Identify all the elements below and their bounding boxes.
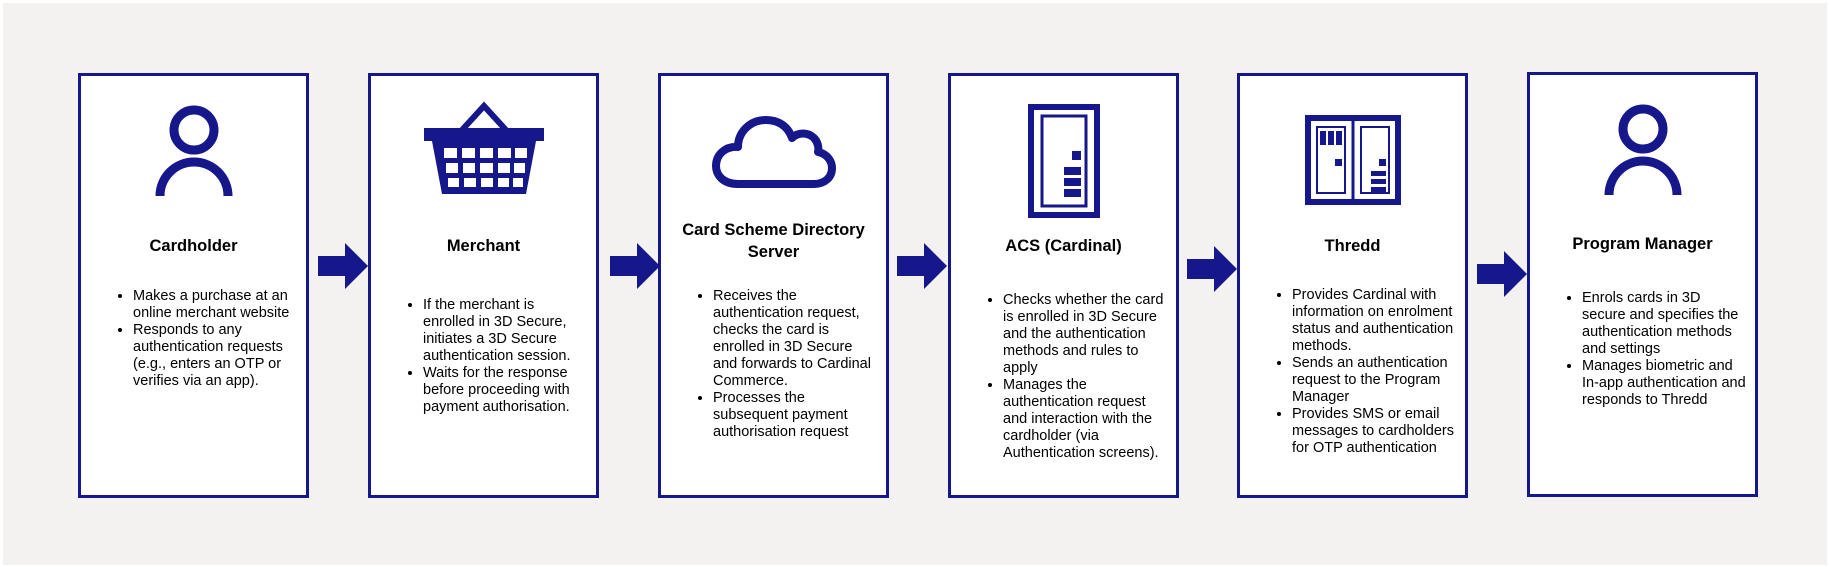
flow-arrow-icon <box>897 243 947 289</box>
box-title-program-manager: Program Manager <box>1572 235 1713 253</box>
box-title-acs: ACS (Cardinal) <box>1005 237 1122 255</box>
thredd-bullet-list: Provides Cardinal with information on en… <box>1268 287 1457 457</box>
directory-server-bullet-list: Receives the authentication request, che… <box>689 288 878 441</box>
server-icon <box>951 104 1176 218</box>
list-item: Receives the authentication request, che… <box>713 288 878 390</box>
list-item: Enrols cards in 3D secure and specifies … <box>1582 290 1747 358</box>
merchant-bullet-list: If the merchant is enrolled in 3D Secure… <box>399 297 588 416</box>
shopping-basket-icon <box>371 100 596 208</box>
list-item: Responds to any authentication requests … <box>133 322 298 390</box>
list-item: Provides Cardinal with information on en… <box>1292 287 1457 355</box>
cardholder-bullet-list: Makes a purchase at an online merchant w… <box>109 288 298 390</box>
list-item: Checks whether the card is enrolled in 3… <box>1003 292 1168 377</box>
cloud-icon <box>661 112 886 220</box>
thredd-box: Thredd Provides Cardinal with informatio… <box>1237 73 1468 498</box>
flow-arrow-icon <box>1477 251 1527 297</box>
list-item: Sends an authentication request to the P… <box>1292 355 1457 406</box>
directory-server-box: Card Scheme Directory Server Receives th… <box>658 73 889 498</box>
list-item: Manages the authentication request and i… <box>1003 377 1168 462</box>
box-title-merchant: Merchant <box>446 237 521 255</box>
box-title-thredd: Thredd <box>1324 237 1381 255</box>
flow-arrow-icon <box>1187 246 1237 292</box>
list-item: If the merchant is enrolled in 3D Secure… <box>423 297 588 365</box>
merchant-box: Merchant If the merchant is enrolled in … <box>368 73 599 498</box>
list-item: Makes a purchase at an online merchant w… <box>133 288 298 322</box>
person-icon <box>81 104 306 212</box>
list-item: Provides SMS or email messages to cardho… <box>1292 406 1457 457</box>
box-title-cardholder: Cardholder <box>149 237 238 255</box>
flow-arrow-icon <box>610 243 660 289</box>
person-icon <box>1530 103 1755 211</box>
box-title-directory-server: Card Scheme Directory Server <box>682 221 865 261</box>
program-manager-box: Program Manager Enrols cards in 3D secur… <box>1527 72 1758 497</box>
server-rack-icon <box>1240 115 1465 223</box>
list-item: Waits for the response before proceeding… <box>423 365 588 416</box>
program-manager-bullet-list: Enrols cards in 3D secure and specifies … <box>1558 290 1747 409</box>
acs-box: ACS (Cardinal) Checks whether the card i… <box>948 73 1179 498</box>
list-item: Processes the subsequent payment authori… <box>713 390 878 441</box>
flow-arrow-icon <box>318 243 368 289</box>
list-item: Manages biometric and In-app authenticat… <box>1582 358 1747 409</box>
acs-bullet-list: Checks whether the card is enrolled in 3… <box>979 292 1168 462</box>
cardholder-box: Cardholder Makes a purchase at an online… <box>78 73 309 498</box>
